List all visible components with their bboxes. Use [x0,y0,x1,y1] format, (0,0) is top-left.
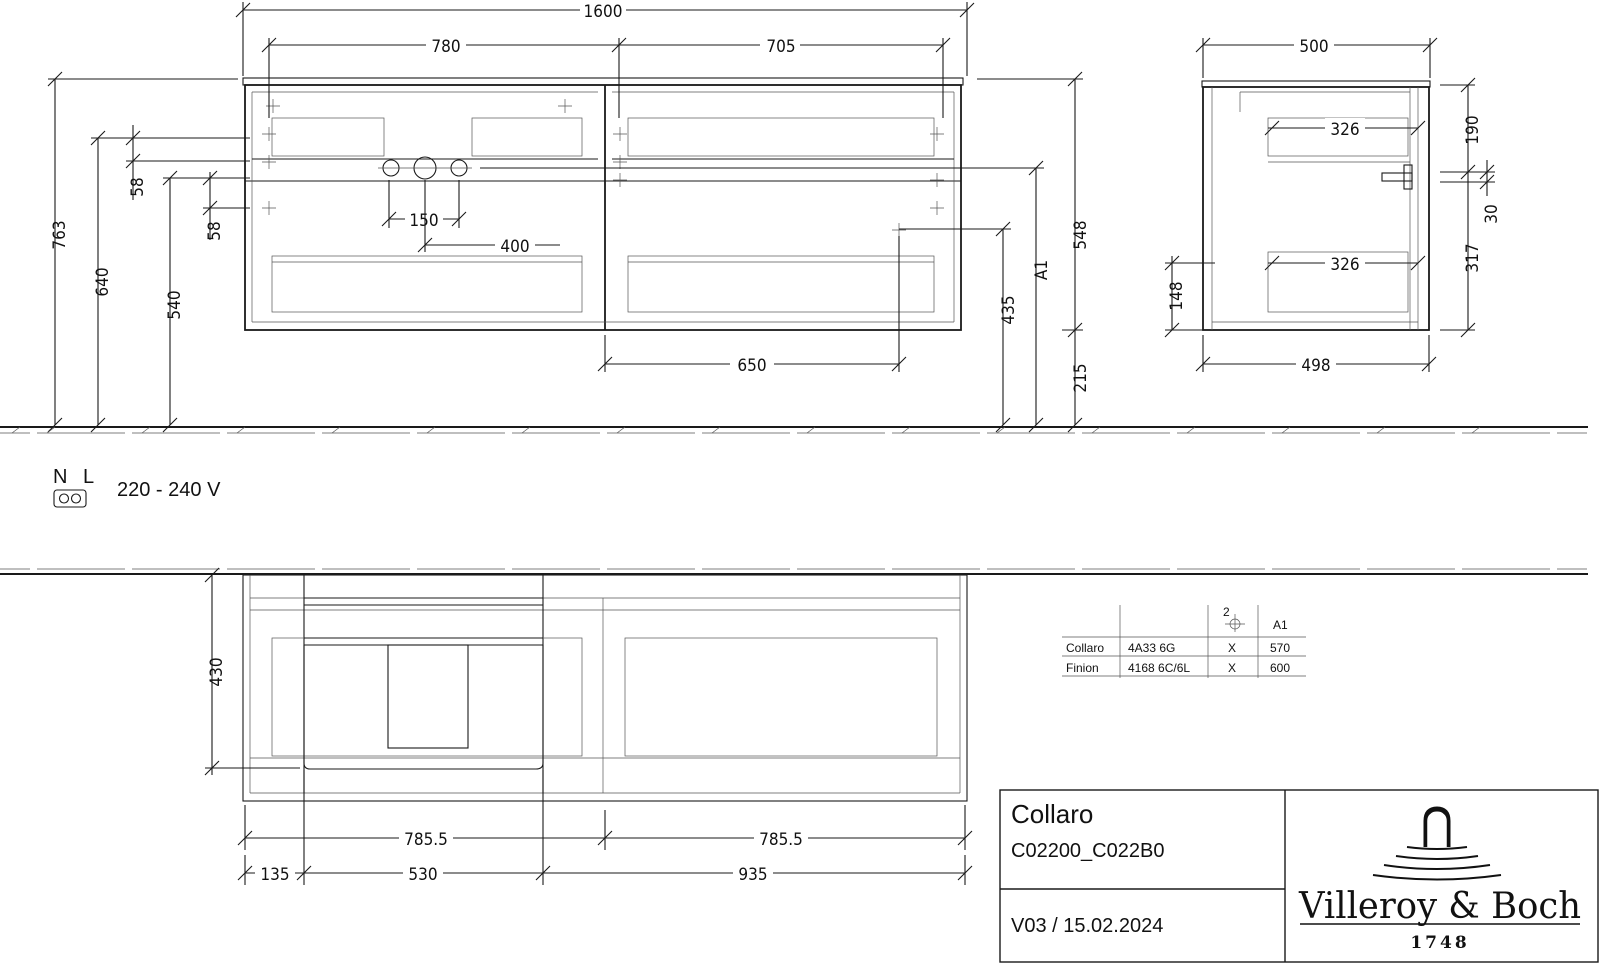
floor-line-bottom [0,568,1588,575]
dim-215: 215 [1071,363,1091,392]
side-view [1201,80,1431,331]
front-view [242,77,964,331]
dim-650: 650 [737,356,766,376]
dim-935: 935 [738,865,767,885]
dim-400: 400 [500,237,529,257]
electrical-info: N L 220 - 240 V [53,466,221,508]
dim-430: 430 [207,657,227,686]
table-header-a1: A1 [1273,618,1288,632]
version-date: V03 / 15.02.2024 [1011,915,1163,937]
dim-side-326-upper: 326 [1330,120,1359,140]
front-dimensions: 1600 780 705 763 640 540 58 58 [47,0,1091,433]
svg-text:X: X [1228,661,1236,675]
compat-table: 2 A1 Collaro 4A33 6G X 570 Finion 4168 6… [1062,605,1306,678]
dim-58-lower: 58 [205,221,225,240]
dim-785-right: 785.5 [759,830,803,850]
plan-view [242,574,968,802]
table-row: Finion 4168 6C/6L X 600 [1066,661,1290,675]
dim-780: 780 [431,37,460,57]
dim-58-upper: 58 [128,177,148,196]
svg-text:4168 6C/6L: 4168 6C/6L [1128,661,1190,675]
svg-text:Collaro: Collaro [1066,641,1104,655]
dim-side-500: 500 [1299,37,1328,57]
svg-text:570: 570 [1270,641,1290,655]
brand-logo-icon [1372,806,1502,881]
dim-763: 763 [50,220,70,249]
dim-540: 540 [165,290,185,319]
dim-435: 435 [999,295,1019,324]
dim-150: 150 [409,211,438,231]
svg-text:Finion: Finion [1066,661,1099,675]
dim-548: 548 [1071,220,1091,249]
dim-total-width: 1600 [584,2,623,22]
product-name: Collaro [1011,799,1093,829]
article-number: C02200_C022B0 [1011,840,1164,862]
side-dimensions: 500 326 326 190 30 317 148 498 [1164,35,1502,376]
table-header-num: 2 [1223,605,1230,619]
svg-text:X: X [1228,641,1236,655]
title-block: Collaro C02200_C022B0 V03 / 15.02.2024 V… [999,789,1599,963]
voltage-label: 220 - 240 V [117,479,221,501]
dim-785-left: 785.5 [404,830,448,850]
dim-640: 640 [93,267,113,296]
dim-side-148: 148 [1167,281,1187,310]
table-row: Collaro 4A33 6G X 570 [1066,641,1290,655]
dim-135: 135 [260,865,289,885]
socket-icon [53,489,87,508]
neutral-label: N [53,466,67,488]
dim-a1: A1 [1032,260,1052,280]
pipe-icon [1225,614,1245,632]
dim-side-498: 498 [1301,356,1330,376]
brand-year: 1748 [1410,933,1469,953]
plan-dimensions: 430 785.5 785.5 135 530 935 [204,567,973,885]
dim-side-190: 190 [1463,115,1483,144]
dim-side-326-lower: 326 [1330,255,1359,275]
dim-side-317: 317 [1463,243,1483,272]
brand-wordmark: Villeroy & Boch [1298,886,1581,927]
svg-text:600: 600 [1270,661,1290,675]
dim-side-30: 30 [1482,204,1502,223]
dim-705: 705 [766,37,795,57]
live-label: L [83,466,94,488]
dim-530: 530 [408,865,437,885]
floor-line-top [0,426,1588,434]
svg-text:4A33 6G: 4A33 6G [1128,641,1175,655]
